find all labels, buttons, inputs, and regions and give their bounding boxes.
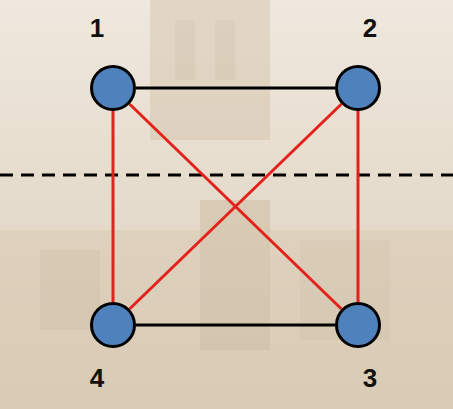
graph-edge — [136, 324, 335, 327]
vertex-number: 3 — [363, 365, 377, 391]
cut-line — [0, 174, 453, 177]
vertex-number: 4 — [90, 365, 104, 391]
graph-vertex — [90, 302, 136, 348]
graph-edge — [112, 111, 115, 302]
graph-vertex — [335, 302, 381, 348]
vertex-number: 2 — [363, 15, 377, 41]
graph-edge — [130, 104, 342, 309]
graph-edge — [136, 87, 335, 90]
graph-edge — [357, 111, 360, 302]
graph-vertex — [335, 65, 381, 111]
graph-edge — [130, 104, 342, 309]
graph-vertex — [90, 65, 136, 111]
vertex-number: 1 — [90, 15, 104, 41]
